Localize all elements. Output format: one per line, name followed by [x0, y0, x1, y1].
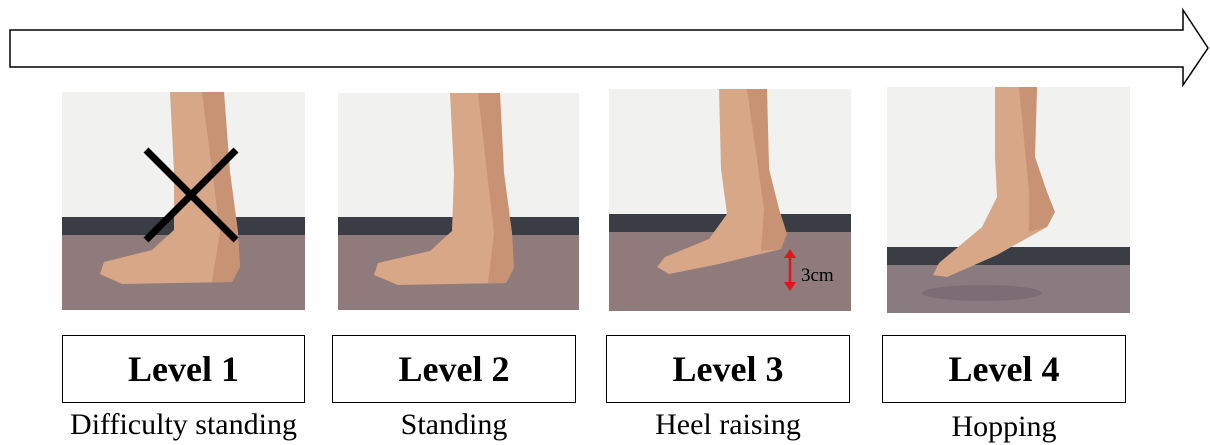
level-4-label: Level 4	[882, 335, 1126, 403]
heel-height-annotation: 3cm	[801, 265, 834, 287]
level-3-label: Level 3	[606, 335, 850, 403]
level-1-label: Level 1	[62, 335, 305, 403]
cross-mark-icon	[140, 144, 242, 246]
level-4-description: Hopping	[882, 410, 1126, 444]
level-3-description: Heel raising	[606, 408, 850, 442]
level-3-photo: 3cm	[609, 89, 851, 311]
level-1-photo	[62, 92, 305, 310]
progression-arrow-icon	[0, 0, 1210, 95]
level-4-photo	[887, 87, 1130, 313]
level-1-description: Difficulty standing	[42, 408, 325, 442]
level-2-label: Level 2	[332, 335, 576, 403]
level-2-description: Standing	[332, 408, 576, 442]
level-2-photo	[338, 93, 579, 310]
height-arrow-icon	[783, 249, 797, 291]
